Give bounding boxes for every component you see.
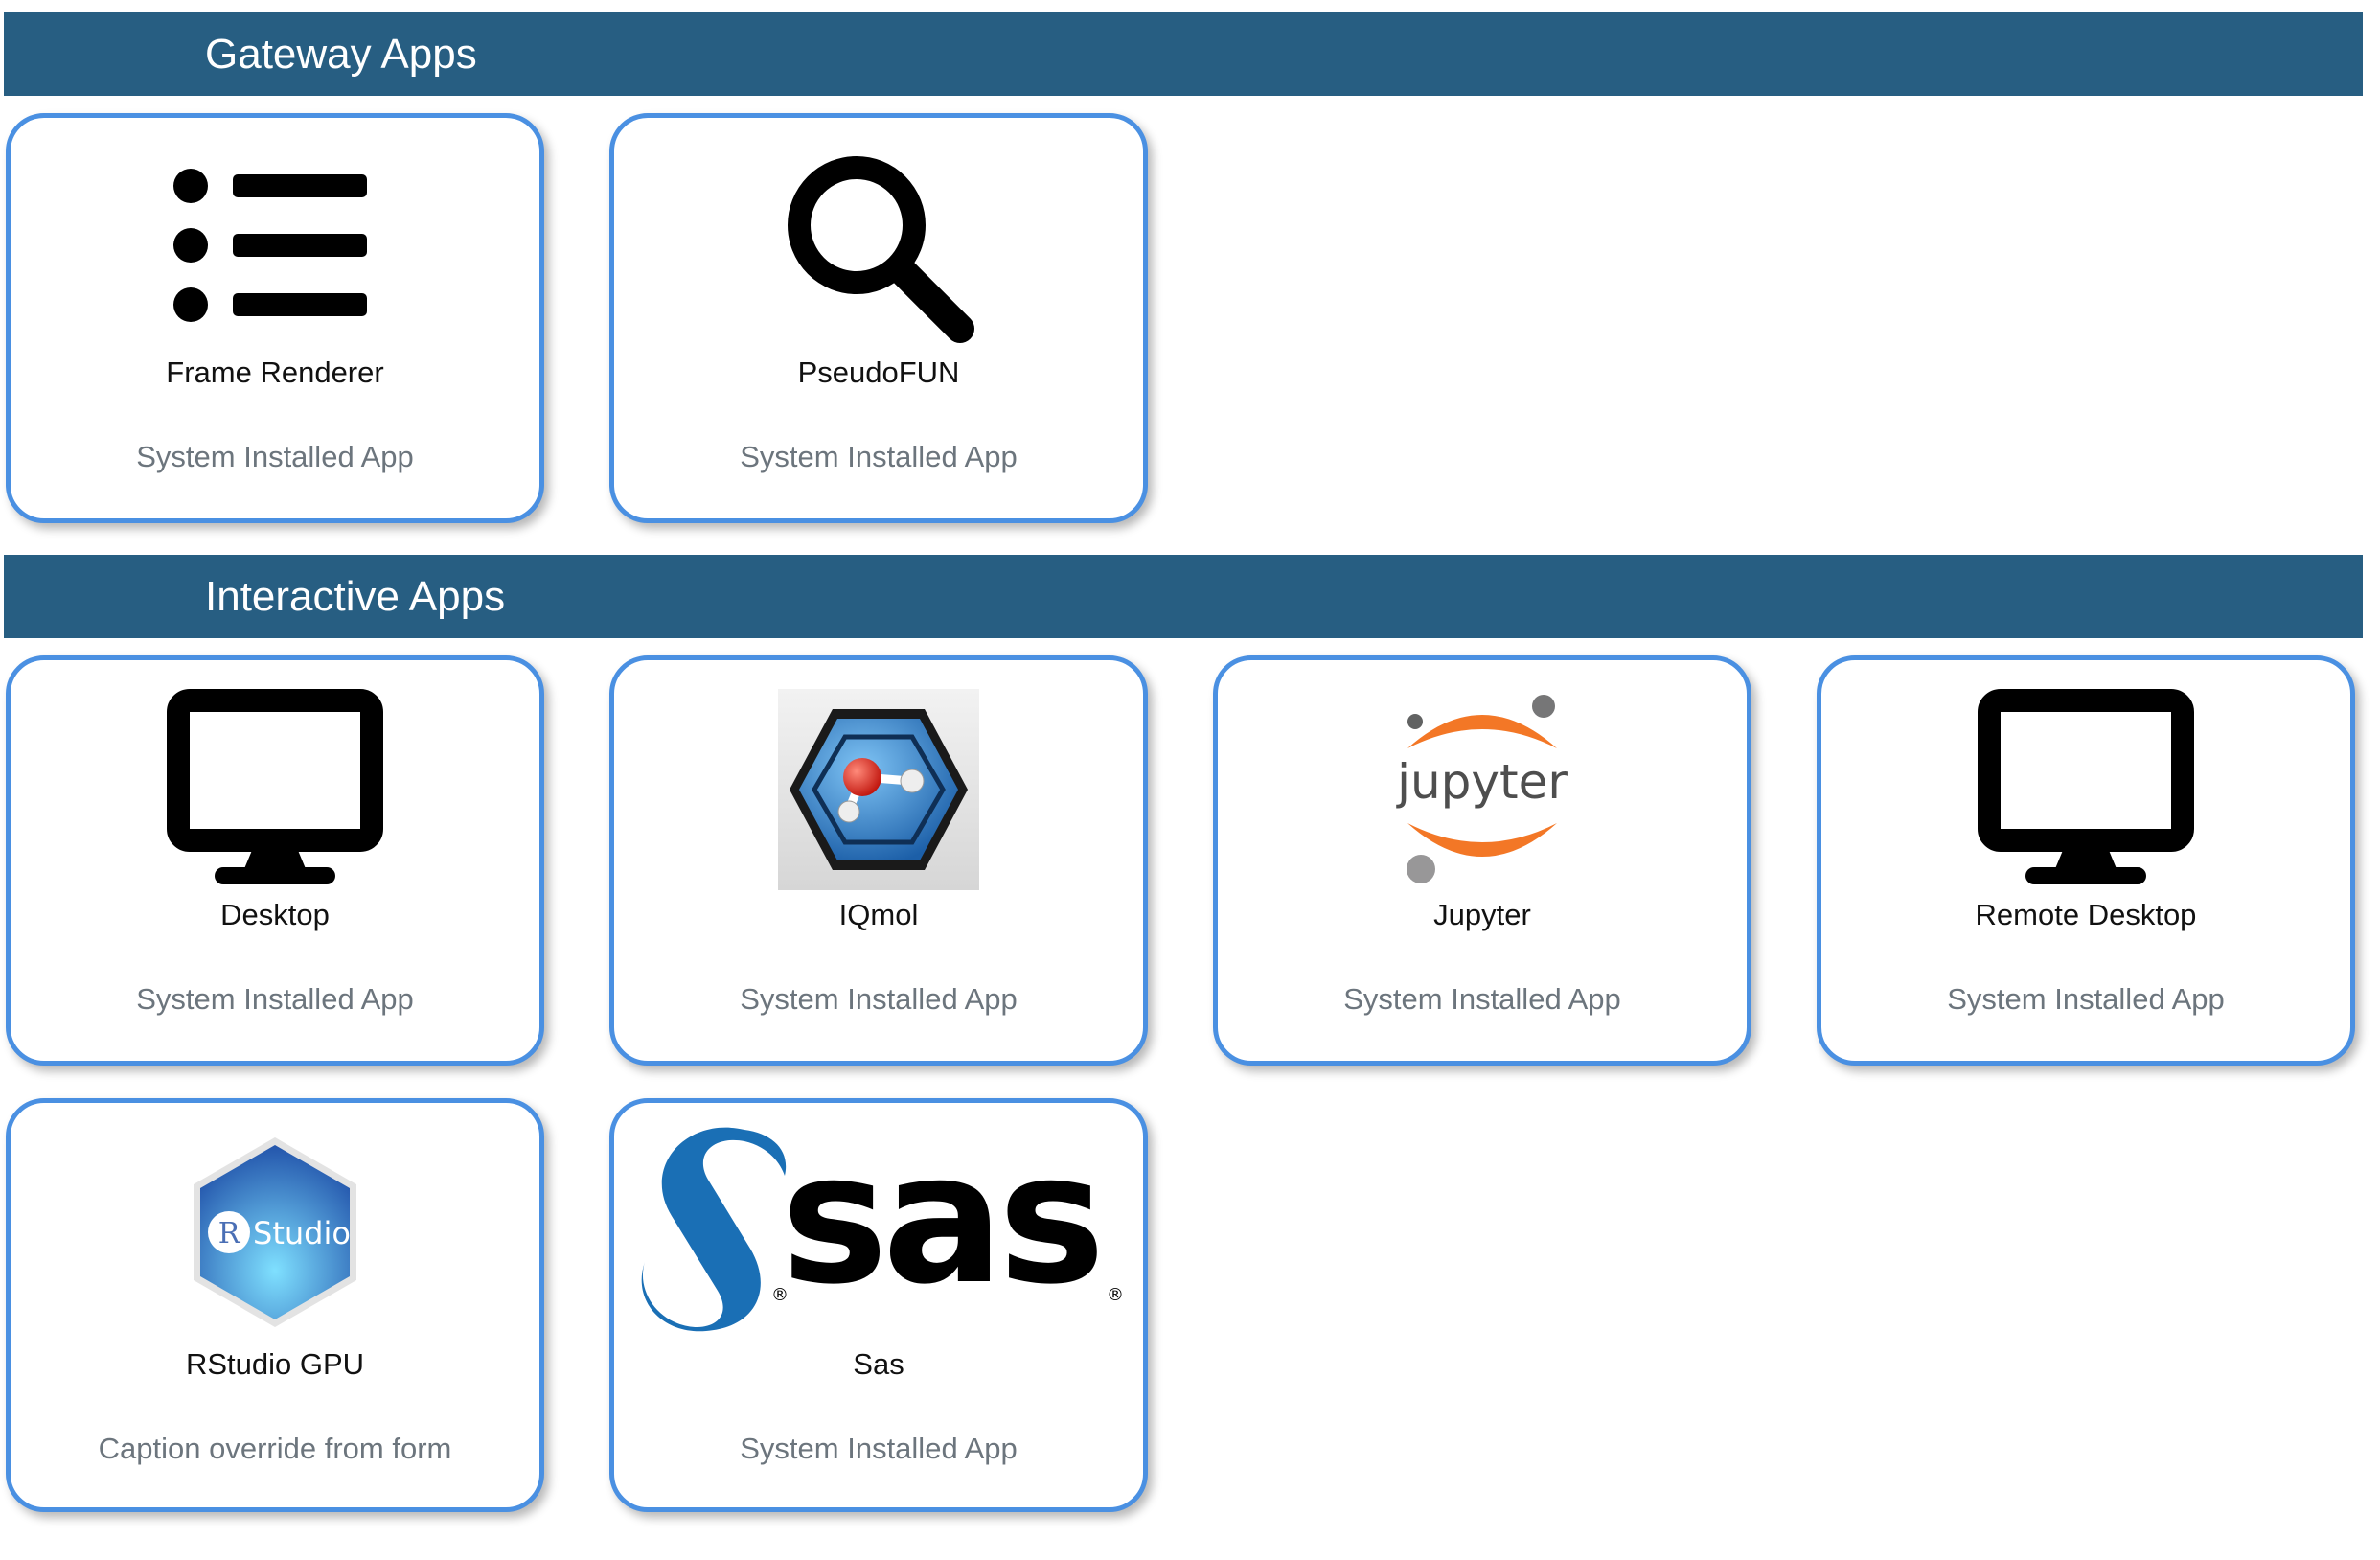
jupyter-logo-text: jupyter <box>1396 754 1568 810</box>
sas-registered-mark: ® <box>771 1285 789 1305</box>
app-title: IQmol <box>838 898 919 931</box>
app-caption: System Installed App <box>1947 982 2225 1016</box>
rstudio-logo-badge: R <box>218 1217 241 1250</box>
app-icon-container: R Studio <box>11 1122 539 1342</box>
app-icon-container <box>1821 679 2350 900</box>
app-caption: System Installed App <box>136 982 414 1016</box>
sas-logo-icon: sas ® ® <box>641 1114 1124 1332</box>
app-card-remote-desktop[interactable]: Remote Desktop System Installed App <box>1817 655 2355 1066</box>
rstudio-logo-text: Studio <box>253 1215 351 1251</box>
app-card-iqmol[interactable]: IQmol System Installed App <box>609 655 1148 1066</box>
sas-registered-mark: ® <box>1107 1285 1124 1305</box>
app-card-desktop[interactable]: Desktop System Installed App <box>6 655 544 1066</box>
app-icon-container <box>614 679 1143 900</box>
section-title: Gateway Apps <box>205 31 477 78</box>
app-title: Frame Renderer <box>166 356 384 389</box>
app-caption: System Installed App <box>740 1432 1018 1465</box>
app-title: RStudio GPU <box>185 1347 365 1381</box>
app-icon-container: sas ® ® <box>614 1109 1143 1335</box>
app-card-pseudofun[interactable]: PseudoFUN System Installed App <box>609 113 1148 523</box>
app-title: Desktop <box>220 898 330 931</box>
search-icon <box>788 156 974 343</box>
app-title: Remote Desktop <box>1975 898 2197 931</box>
section-title: Interactive Apps <box>205 573 506 620</box>
app-caption: Caption override from form <box>98 1432 452 1465</box>
list-icon <box>173 169 367 322</box>
app-card-frame-renderer[interactable]: Frame Renderer System Installed App <box>6 113 544 523</box>
desktop-icon <box>1978 689 2194 884</box>
app-caption: System Installed App <box>740 982 1018 1016</box>
jupyter-logo-icon: jupyter <box>1396 695 1568 883</box>
section-header-gateway-apps: Gateway Apps <box>4 12 2363 96</box>
app-title: Sas <box>853 1347 904 1381</box>
app-title: Jupyter <box>1433 898 1531 931</box>
app-caption: System Installed App <box>740 440 1018 473</box>
app-icon-container <box>614 137 1143 357</box>
app-icon-container <box>11 137 539 357</box>
app-caption: System Installed App <box>1343 982 1621 1016</box>
app-icon-container: jupyter <box>1218 679 1747 900</box>
desktop-icon <box>167 689 383 884</box>
app-card-rstudio-gpu[interactable]: R Studio RStudio GPU Caption override fr… <box>6 1098 544 1512</box>
app-icon-container <box>11 679 539 900</box>
app-card-sas[interactable]: sas ® ® Sas System Installed App <box>609 1098 1148 1512</box>
app-card-jupyter[interactable]: jupyter Jupyter System Installed App <box>1213 655 1751 1066</box>
section-header-interactive-apps: Interactive Apps <box>4 555 2363 638</box>
iqmol-logo-icon <box>778 689 979 890</box>
rstudio-logo-icon: R Studio <box>194 1137 356 1327</box>
sas-logo-text: sas <box>781 1114 1100 1324</box>
app-title: PseudoFUN <box>797 356 960 389</box>
app-caption: System Installed App <box>136 440 414 473</box>
